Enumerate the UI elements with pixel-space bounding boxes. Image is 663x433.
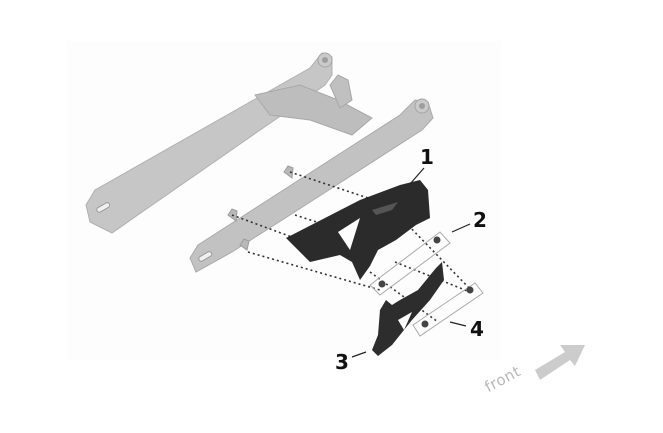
part-3-lower-chain-guard bbox=[372, 262, 444, 356]
arrow-up-right-icon bbox=[535, 345, 585, 380]
part-1-chain-guard bbox=[286, 180, 430, 280]
part-4-screw-set bbox=[412, 282, 484, 337]
callout-2: 2 bbox=[473, 208, 487, 232]
leader-lines bbox=[351, 167, 471, 358]
callout-1: 1 bbox=[420, 145, 434, 169]
callout-4: 4 bbox=[470, 317, 484, 341]
swingarm bbox=[85, 52, 434, 273]
callout-3: 3 bbox=[335, 350, 349, 374]
part-2-screw-set bbox=[369, 231, 451, 296]
